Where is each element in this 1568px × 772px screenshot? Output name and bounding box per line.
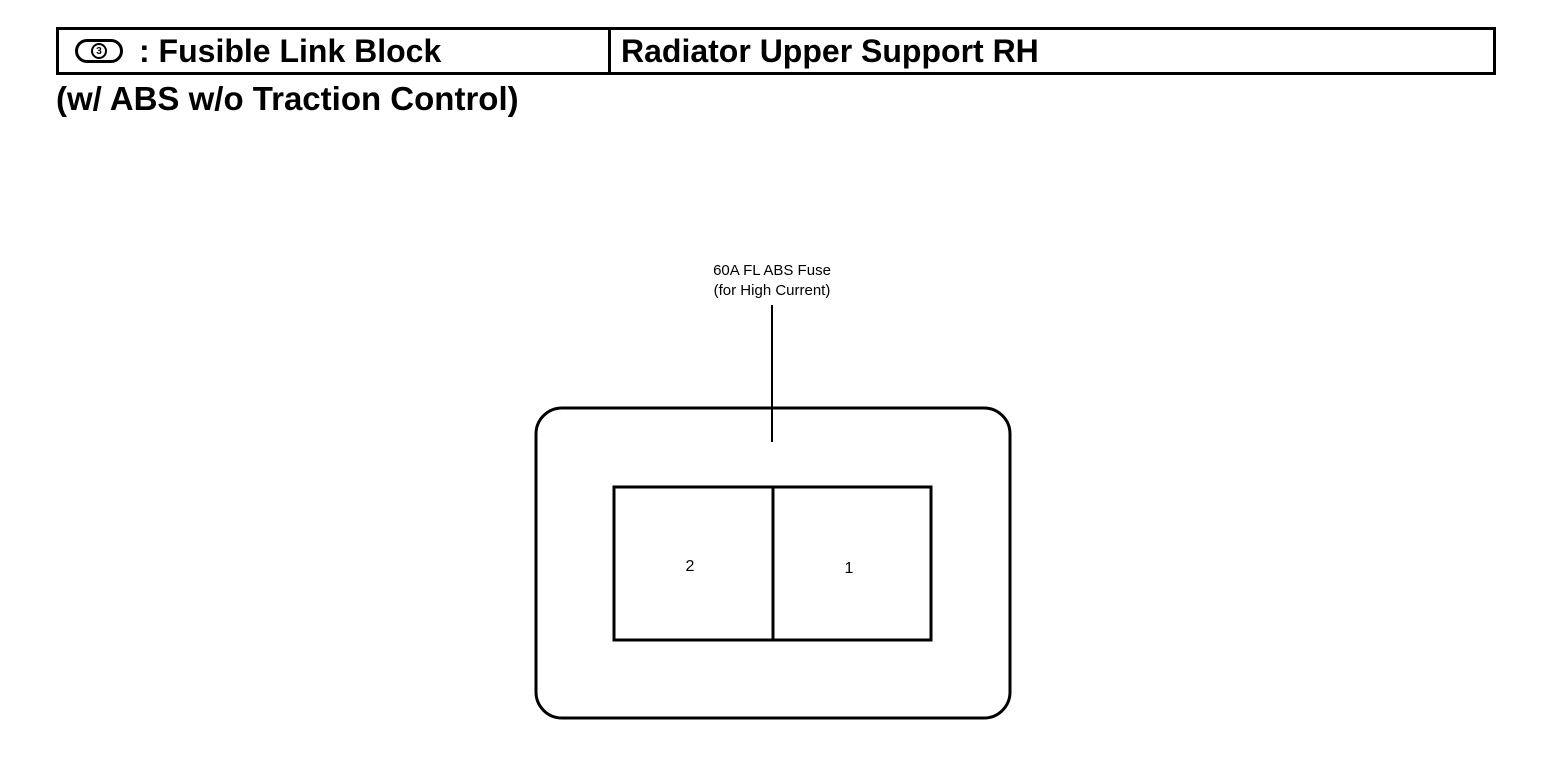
callout-label-line1: 60A FL ABS Fuse bbox=[713, 262, 831, 279]
component-label: : Fusible Link Block bbox=[139, 33, 442, 69]
condition-subtitle: (w/ ABS w/o Traction Control) bbox=[56, 80, 519, 117]
connector-code: 3 bbox=[91, 43, 107, 59]
location-label: Radiator Upper Support RH bbox=[621, 33, 1039, 69]
connector-code-badge: 3 bbox=[75, 39, 123, 63]
header-table: 3 : Fusible Link Block Radiator Upper Su… bbox=[56, 27, 1496, 75]
component-cell: 3 : Fusible Link Block bbox=[59, 30, 611, 72]
terminal-box-1 bbox=[771, 485, 933, 642]
terminal-number-1: 1 bbox=[845, 560, 854, 577]
fusible-link-housing bbox=[534, 406, 1012, 720]
terminal-number-2: 2 bbox=[686, 558, 695, 575]
location-cell: Radiator Upper Support RH bbox=[611, 30, 1493, 72]
callout-label-line2: (for High Current) bbox=[714, 282, 831, 299]
